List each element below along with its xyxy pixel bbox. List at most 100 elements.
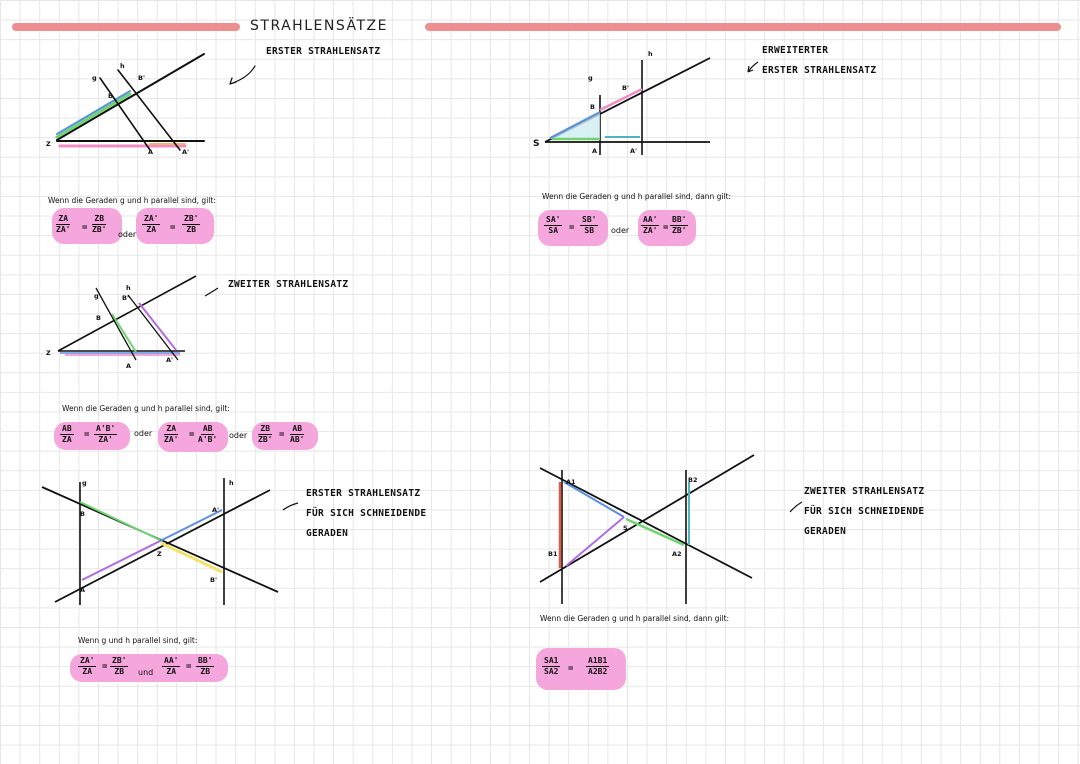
d2-label-aprime: A'	[630, 147, 637, 155]
s4-eq1-frac2: ZB'ZB	[110, 656, 129, 676]
s4-eq1-frac1: ZA'ZA	[78, 656, 97, 676]
d5-label-s: S	[623, 524, 628, 532]
d3-label-g: g	[94, 292, 99, 300]
d4-label-h: h	[229, 479, 234, 487]
diagram-erster-strahlensatz	[55, 53, 256, 151]
segment-za-green	[55, 92, 132, 139]
s3-highlight-2	[158, 422, 228, 452]
caption-erweiterter-line2: ERSTER STRAHLENSATZ	[762, 65, 877, 76]
d4-label-b: B	[80, 510, 85, 518]
d5-label-b1: B1	[548, 550, 558, 558]
d1-label-a: A	[148, 148, 153, 156]
caption-s4-line3: GERADEN	[306, 528, 349, 539]
caption-s5-line3: GERADEN	[804, 526, 847, 537]
d3-label-b: B	[96, 314, 101, 322]
ray-upper	[56, 53, 205, 141]
s2-eq1-frac1: SA'SA	[544, 215, 563, 235]
d1-label-g: g	[92, 74, 97, 82]
s3-or-2: oder	[229, 431, 248, 440]
d5-label-a2: A2	[672, 550, 682, 558]
s2-condition: Wenn die Geraden g und h parallel sind, …	[542, 192, 732, 201]
d5-label-b2: B2	[688, 476, 697, 484]
s4-eq1-equals: =	[102, 662, 108, 672]
diagram-erweiterter-erster-strahlensatz	[544, 57, 759, 155]
caption-s5-line2: FÜR SICH SCHNEIDENDE	[804, 506, 925, 517]
pointer-arrow-1	[229, 65, 256, 85]
page-title: STRAHLENSÄTZE	[250, 18, 388, 34]
s1-eq2-frac1: ZA'ZA	[142, 214, 161, 234]
d1-label-bprime: B'	[138, 74, 145, 82]
d4-label-z: Z	[157, 550, 162, 558]
s1-eq2-equals: =	[170, 223, 176, 233]
s3-highlight-3	[252, 422, 318, 450]
s1-eq1-equals: =	[82, 223, 88, 233]
d4-label-g: g	[82, 479, 87, 487]
d2-label-a: A	[592, 147, 597, 155]
s4-condition: Wenn g und h parallel sind, gilt:	[78, 636, 198, 645]
d2-label-bprime: B'	[622, 84, 629, 92]
d5-label-a1: A1	[566, 478, 576, 486]
s1-or: oder	[118, 230, 137, 239]
d4-label-a: A	[80, 586, 85, 594]
s2-eq2-frac2: BB'ZB'	[670, 215, 689, 235]
s5-condition: Wenn die Geraden g und h parallel sind, …	[540, 614, 730, 623]
caption-s4-line2: FÜR SICH SCHNEIDENDE	[306, 508, 427, 519]
s2-eq1-equals: =	[569, 223, 575, 233]
caption-zweiter-strahlensatz: ZWEITER STRAHLENSATZ	[228, 279, 349, 290]
s2-eq2-equals: =	[663, 223, 669, 233]
line-g	[99, 77, 151, 151]
s2-or: oder	[611, 226, 630, 235]
d2-label-g: g	[588, 74, 593, 82]
s2-eq1-frac2: SB'SB	[580, 215, 599, 235]
s3-highlight-1	[54, 422, 130, 450]
caption-erweiterter-line1: ERWEITERTER	[762, 45, 829, 56]
d1-label-z: Z	[46, 140, 51, 148]
s2-highlight-1	[538, 210, 608, 246]
s5-eq1-equals: =	[568, 664, 574, 674]
d4-label-aprime: A'	[212, 506, 219, 514]
d3-label-h: h	[126, 284, 131, 292]
d1-label-b: B	[108, 92, 113, 100]
d1-label-aprime: A'	[182, 148, 189, 156]
d4-label-bprime: B'	[210, 576, 217, 584]
s4-and: und	[138, 668, 154, 677]
d3-label-bprime: B'	[122, 294, 129, 302]
d3-label-aprime: A'	[166, 356, 173, 364]
caption-erster-strahlensatz: ERSTER STRAHLENSATZ	[266, 46, 381, 57]
s3-eq2-equals: =	[189, 430, 195, 440]
diagram-zweiter-strahlensatz-schneidend	[539, 454, 803, 604]
s1-condition: Wenn die Geraden g und h parallel sind, …	[48, 196, 216, 205]
s4-eq2-frac1: AA'ZA	[162, 656, 181, 676]
s3-condition: Wenn die Geraden g und h parallel sind, …	[62, 404, 230, 413]
header-bar-left	[12, 23, 240, 31]
d2-label-b: B	[590, 103, 595, 111]
s3-or-1: oder	[134, 429, 153, 438]
s3-eq1-frac2: A'B'ZA'	[94, 424, 118, 444]
s2-highlight-2	[638, 210, 696, 246]
diagram-erster-strahlensatz-schneidend	[41, 478, 299, 605]
segment-zb-blue	[56, 90, 131, 135]
s3-eq3-equals: =	[279, 430, 285, 440]
caption-s5-line1: ZWEITER STRAHLENSATZ	[804, 486, 925, 497]
diagram-zweiter-strahlensatz	[57, 275, 219, 361]
s4-highlight-1	[70, 654, 228, 682]
s4-eq2-frac2: BB'ZB	[196, 656, 215, 676]
caption-s4-line1: ERSTER STRAHLENSATZ	[306, 488, 421, 499]
s3-eq1-equals: =	[84, 430, 90, 440]
d3-label-z: Z	[46, 349, 51, 357]
s1-highlight-1	[52, 208, 122, 244]
s4-eq2-equals: =	[186, 662, 192, 672]
d3-label-a: A	[126, 362, 131, 370]
d2-label-h: h	[648, 50, 653, 58]
d1-label-h: h	[120, 62, 125, 70]
s1-eq2-frac2: ZB'ZB	[182, 214, 201, 234]
